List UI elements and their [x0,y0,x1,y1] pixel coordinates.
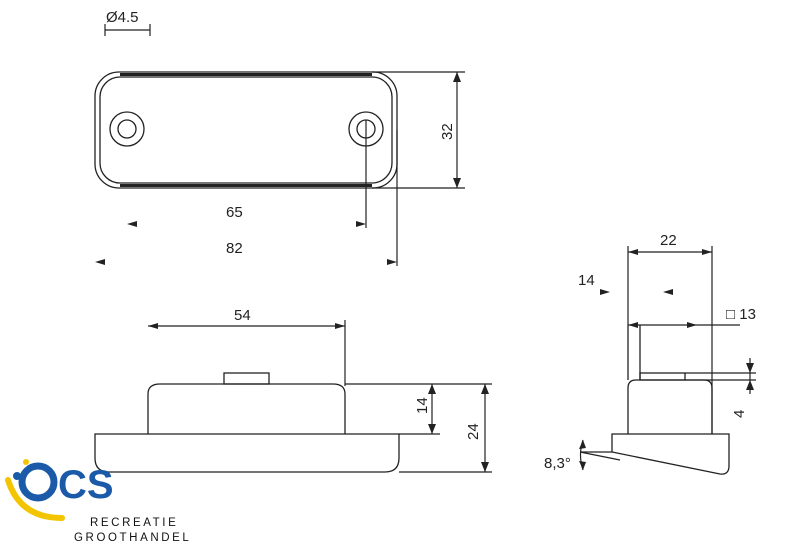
label-overall-length: 82 [226,240,243,257]
label-offset: 14 [578,272,595,289]
dim-top-height [372,71,465,189]
label-total-height: 24 [465,423,482,440]
dim-angle [579,439,621,471]
dim-end-depth [627,246,713,434]
dim-step-height [685,358,756,394]
top-view-outer-outline [94,71,398,189]
mounting-hole-left [117,119,137,139]
side-base [611,433,730,475]
label-top-height: 32 [439,123,456,140]
logo-o-ring [18,462,58,502]
logo-swoosh [5,477,65,521]
dim-side-length [148,320,346,386]
label-hole-spacing: 65 [226,204,243,221]
dim-hole-spacing [127,120,367,228]
front-view [94,372,400,473]
dim-front-heights [345,383,492,473]
label-angle: 8,3° [544,455,571,472]
label-square: □ 13 [726,306,756,323]
top-view [94,71,398,189]
label-end-depth: 22 [660,232,677,249]
logo-line1: RECREATIE [90,517,178,529]
front-knob [223,372,270,385]
ocs-logo: CS RECREATIE GROOTHANDEL [5,459,191,544]
dim-hole-diameter [104,24,151,36]
label-body-height: 14 [414,397,431,414]
top-view-inner-outline [99,76,393,184]
dim-square [628,322,740,328]
label-step-height: 4 [731,410,748,418]
logo-line2: GROOTHANDEL [74,532,191,544]
front-body [147,383,346,434]
logo-letters: CS [58,463,114,507]
dim-offset [600,289,673,295]
label-side-length: 54 [234,307,251,324]
side-body [627,379,713,434]
front-base [94,433,400,473]
dim-overall-length [95,130,398,266]
label-hole-diameter: Ø4.5 [106,9,139,26]
mounting-hole-left-outer [109,111,145,147]
